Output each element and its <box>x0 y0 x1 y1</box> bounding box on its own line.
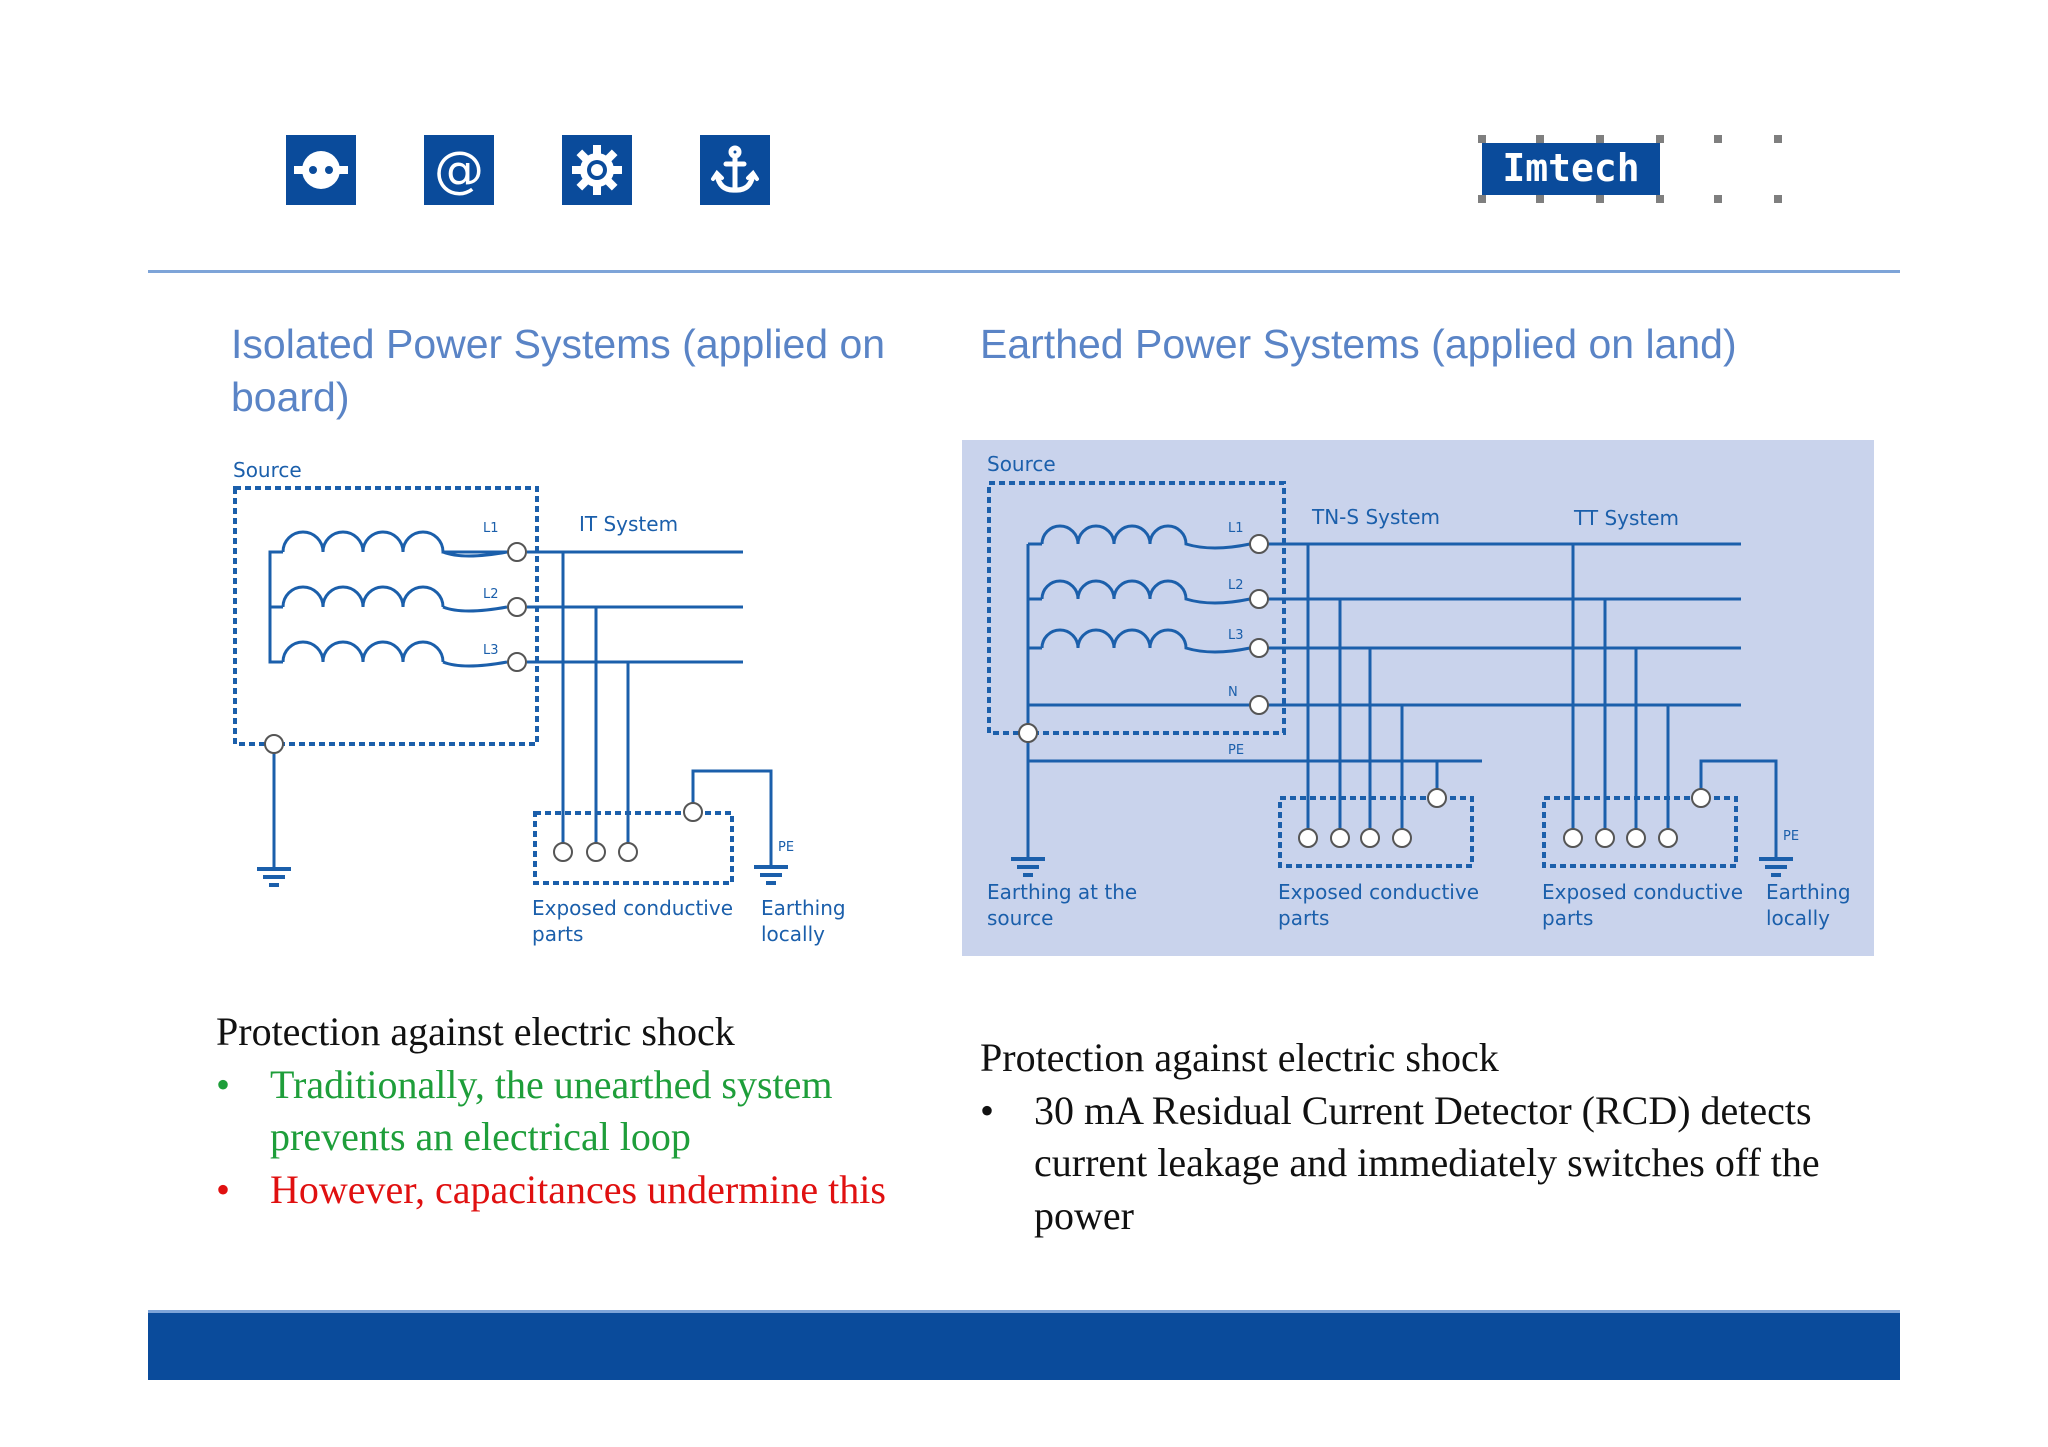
isolated-systems-title: Isolated Power Systems (applied on board… <box>231 321 886 420</box>
at-sign-icon: @ <box>424 135 494 205</box>
svg-text:Earthing at the: Earthing at the <box>987 880 1137 904</box>
svg-text:L2: L2 <box>1228 578 1244 593</box>
power-socket-icon <box>286 135 356 205</box>
svg-text:Source: Source <box>233 458 302 482</box>
imtech-logo: Imtech <box>1478 135 1782 203</box>
header-divider <box>148 270 1900 273</box>
bullet-list: • 30 mA Residual Current Detector (RCD) … <box>980 1085 1880 1243</box>
gear-icon <box>562 135 632 205</box>
svg-text:Source: Source <box>987 452 1056 476</box>
bullet-list: • Traditionally, the unearthed system pr… <box>216 1059 916 1217</box>
svg-text:source: source <box>987 906 1053 930</box>
svg-text:PE: PE <box>1783 829 1799 844</box>
svg-text:Earthing: Earthing <box>1766 880 1851 904</box>
bullet-item: • 30 mA Residual Current Detector (RCD) … <box>980 1085 1880 1243</box>
anchor-icon <box>700 135 770 205</box>
svg-text:TN-S System: TN-S System <box>1311 505 1440 529</box>
svg-text:Exposed conductive: Exposed conductive <box>1542 880 1743 904</box>
svg-text:IT System: IT System <box>579 512 678 536</box>
svg-text:N: N <box>1228 685 1238 700</box>
footer-bar <box>148 1313 1900 1380</box>
tns-tt-system-diagram: Source TN-S System TT System L1 L2 L3 N … <box>962 440 1874 956</box>
svg-text:PE: PE <box>778 840 794 855</box>
svg-text:L3: L3 <box>483 643 499 658</box>
svg-text:Exposed conductive: Exposed conductive <box>532 896 733 920</box>
svg-text:locally: locally <box>1766 906 1830 930</box>
earthed-systems-title: Earthed Power Systems (applied on land) <box>980 321 1737 367</box>
it-system-diagram: Source IT System L1 L2 L3 PE Exposed con… <box>233 458 846 946</box>
svg-text:L2: L2 <box>483 587 499 602</box>
svg-text:L3: L3 <box>1228 628 1244 643</box>
bullet-item: • However, capacitances undermine this <box>216 1164 916 1217</box>
svg-text:locally: locally <box>761 922 825 946</box>
diagram-background <box>962 440 1874 956</box>
svg-text:Imtech: Imtech <box>1502 146 1639 190</box>
svg-text:L1: L1 <box>483 521 499 536</box>
svg-text:Earthing: Earthing <box>761 896 846 920</box>
svg-text:PE: PE <box>1228 743 1244 758</box>
svg-text:parts: parts <box>1278 906 1329 930</box>
svg-text:@: @ <box>434 143 484 197</box>
svg-text:TT System: TT System <box>1573 506 1679 530</box>
earthed-protection-text: Protection against electric shock • 30 m… <box>980 1032 1880 1242</box>
svg-text:parts: parts <box>1542 906 1593 930</box>
svg-text:parts: parts <box>532 922 583 946</box>
svg-text:L1: L1 <box>1228 521 1244 536</box>
bullet-icon: • <box>980 1087 995 1133</box>
isolated-protection-text: Protection against electric shock • Trad… <box>216 1006 916 1216</box>
protection-heading: Protection against electric shock <box>980 1035 1499 1080</box>
bullet-icon: • <box>216 1166 231 1212</box>
bullet-item: • Traditionally, the unearthed system pr… <box>216 1059 916 1164</box>
svg-text:Exposed conductive: Exposed conductive <box>1278 880 1479 904</box>
protection-heading: Protection against electric shock <box>216 1009 735 1054</box>
bullet-icon: • <box>216 1061 231 1107</box>
footer-divider <box>148 1310 1900 1313</box>
